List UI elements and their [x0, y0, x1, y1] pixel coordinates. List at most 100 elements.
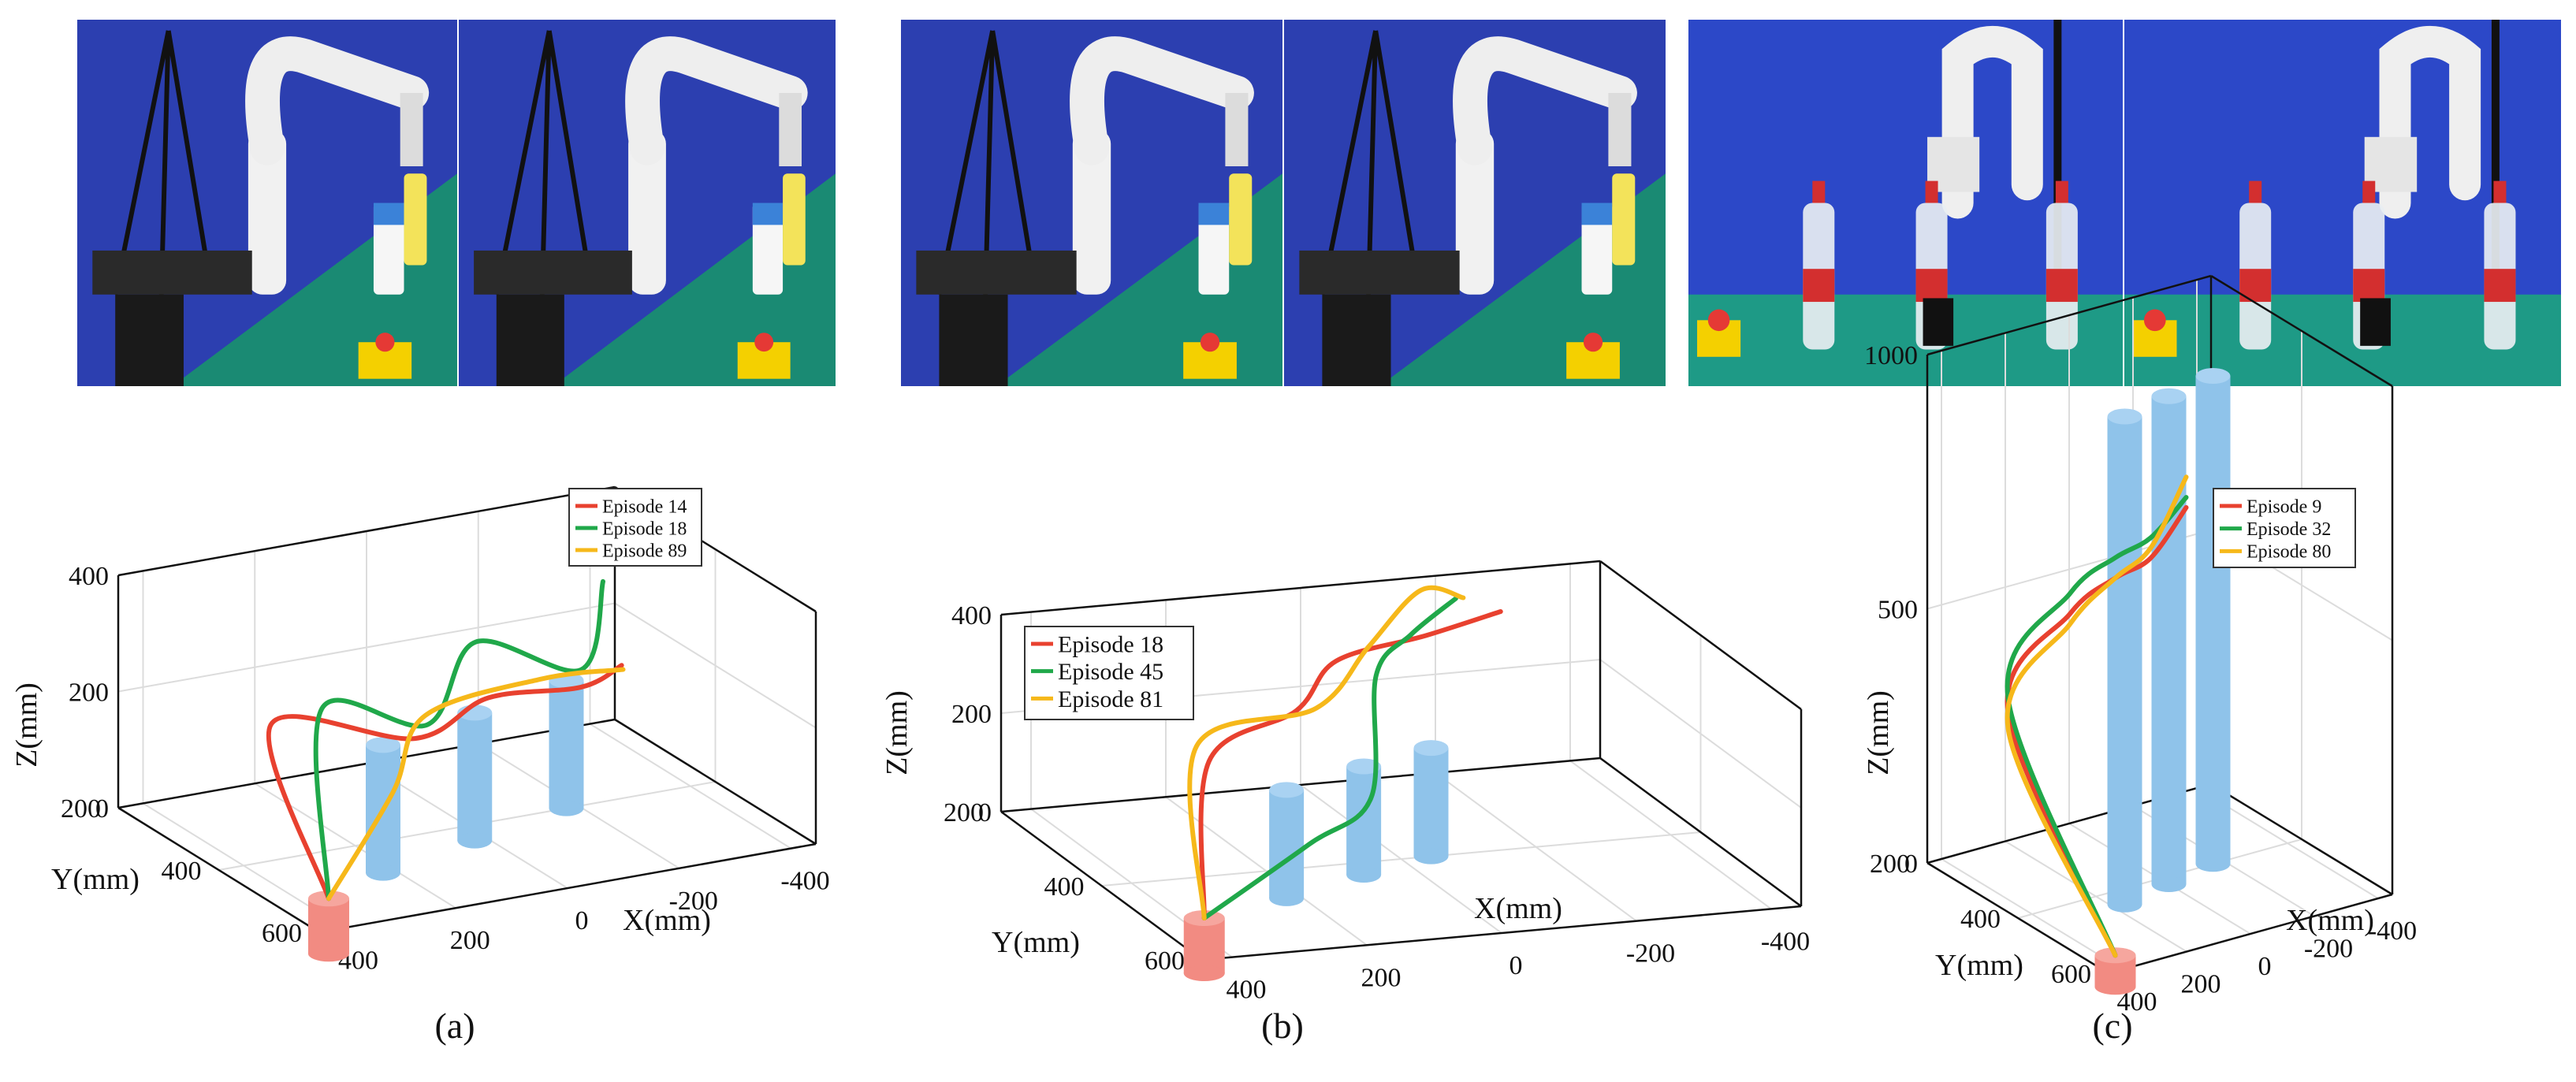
- y-tick-label: 400: [1044, 872, 1085, 902]
- axis-edge: [1926, 274, 2212, 356]
- camera-mount: [939, 294, 1008, 386]
- y-axis-label: Y(mm): [992, 926, 1080, 959]
- obstacle-base: [2195, 856, 2231, 872]
- trajectory-line: [2005, 474, 2189, 958]
- axis-edge: [614, 718, 817, 846]
- obstacle-top: [1346, 758, 1382, 775]
- legend-entry: Episode 80: [2247, 542, 2331, 563]
- spray-can-cap: [373, 203, 404, 225]
- obstacle-cylinder: [549, 680, 584, 809]
- robot-arm-wrist: [400, 93, 423, 166]
- photo-illustration: [901, 20, 1282, 386]
- grid-line: [1599, 659, 1802, 809]
- depth-camera: [92, 250, 252, 295]
- legend-entry: Episode 45: [1058, 659, 1163, 685]
- x-tick-label: 0: [575, 906, 589, 935]
- legend-entry: Episode 89: [602, 541, 687, 561]
- x-axis-label: X(mm): [1474, 892, 1562, 925]
- obstacle-cylinder: [2107, 416, 2142, 905]
- legend-entry: Episode 81: [1058, 686, 1163, 712]
- bottle-stand: [2360, 298, 2391, 346]
- y-axis-label: Y(mm): [51, 863, 140, 896]
- obstacle-cylinder: [1269, 790, 1305, 898]
- x-tick-label: 200: [2181, 970, 2221, 999]
- obstacle-cylinder: [2151, 396, 2187, 884]
- camera-mount: [115, 294, 184, 386]
- y-tick-label: 400: [1960, 905, 2001, 934]
- bottle-label: [2046, 269, 2078, 303]
- obstacle-cylinder: [2195, 376, 2231, 864]
- x-tick-label: 0: [1509, 951, 1523, 980]
- photo-panel-a-right: [459, 20, 836, 386]
- obstacle-top: [1269, 782, 1305, 798]
- legend-entry: Episode 18: [1058, 632, 1163, 658]
- z-tick-label: 200: [69, 679, 109, 708]
- depth-camera: [916, 250, 1077, 295]
- axis-edge: [117, 485, 616, 577]
- photo-illustration: [77, 20, 457, 386]
- x-tick-label: -200: [2304, 935, 2353, 964]
- axis-edge: [1000, 810, 1203, 961]
- start-marker-base: [2094, 979, 2136, 995]
- robot-arm-wrist: [779, 93, 802, 166]
- x-tick-label: -400: [1761, 927, 1810, 956]
- z-tick-label: 1000: [1864, 341, 1918, 370]
- bottle-label: [1915, 269, 1948, 303]
- x-tick-label: -200: [1626, 939, 1675, 969]
- robot-arm-link: [1941, 26, 2043, 219]
- yellow-can: [1612, 173, 1636, 266]
- robot-arm-link: [245, 36, 430, 165]
- x-axis-label: X(mm): [623, 904, 711, 937]
- robot-arm-base: [628, 129, 666, 295]
- z-tick-label: 400: [951, 601, 992, 630]
- photo-panel-a-left: [77, 20, 457, 386]
- spray-can-cap: [1581, 203, 1613, 225]
- obstacle-base: [1346, 867, 1382, 883]
- obstacle-base: [1269, 890, 1305, 906]
- spray-can: [1581, 203, 1613, 295]
- axis-edge: [1201, 905, 1802, 961]
- photo-panel-b-left: [901, 20, 1282, 386]
- axis-edge: [1000, 560, 1601, 616]
- start-marker: [308, 898, 349, 954]
- axis-edge: [1926, 861, 2109, 975]
- obstacle-top: [2107, 408, 2142, 425]
- camera-mount: [496, 294, 564, 386]
- y-tick-label: 200: [61, 794, 101, 824]
- robot-arm-base: [1455, 129, 1495, 295]
- bottle-label: [1803, 269, 1835, 303]
- obstacle-base: [366, 864, 400, 881]
- x-tick-label: 200: [450, 926, 490, 955]
- bottle-cap: [1925, 180, 1938, 203]
- x-tick-label: 200: [1361, 963, 1402, 992]
- axis-edge: [2108, 893, 2393, 975]
- bottle-cap: [2055, 180, 2068, 203]
- legend-entry: Episode 32: [2247, 519, 2331, 540]
- trajectory-line: [1201, 596, 1458, 921]
- obstacle-base: [457, 832, 493, 849]
- start-marker: [1183, 918, 1225, 974]
- axis-edge: [117, 806, 320, 934]
- z-tick-label: 200: [951, 700, 992, 729]
- obstacle-base: [549, 800, 584, 816]
- z-axis-label: Z(mm): [10, 682, 43, 768]
- red-button: [375, 333, 395, 352]
- y-tick-label: 600: [1145, 946, 1185, 976]
- robot-arm-link: [1453, 36, 1637, 165]
- caption-c: (c): [2092, 1006, 2133, 1046]
- trajectory-line: [2005, 495, 2189, 958]
- z-axis-label: Z(mm): [880, 690, 914, 775]
- bottle-stand: [1923, 298, 1954, 346]
- spray-can-cap: [752, 203, 784, 225]
- legend-entry: Episode 9: [2247, 496, 2321, 517]
- yellow-can: [404, 173, 427, 266]
- spray-can: [1198, 203, 1230, 295]
- photo-illustration: [1284, 20, 1666, 386]
- red-button: [1707, 309, 1730, 332]
- red-button: [2143, 309, 2166, 332]
- z-tick-label: 400: [69, 562, 109, 591]
- axis-edge: [318, 842, 817, 934]
- panel-c-chart: 4002000-200-40020040060005001000X(mm)Y(m…: [1862, 274, 2417, 1017]
- bottle-label: [2484, 269, 2516, 303]
- axis-edge: [1000, 757, 1601, 813]
